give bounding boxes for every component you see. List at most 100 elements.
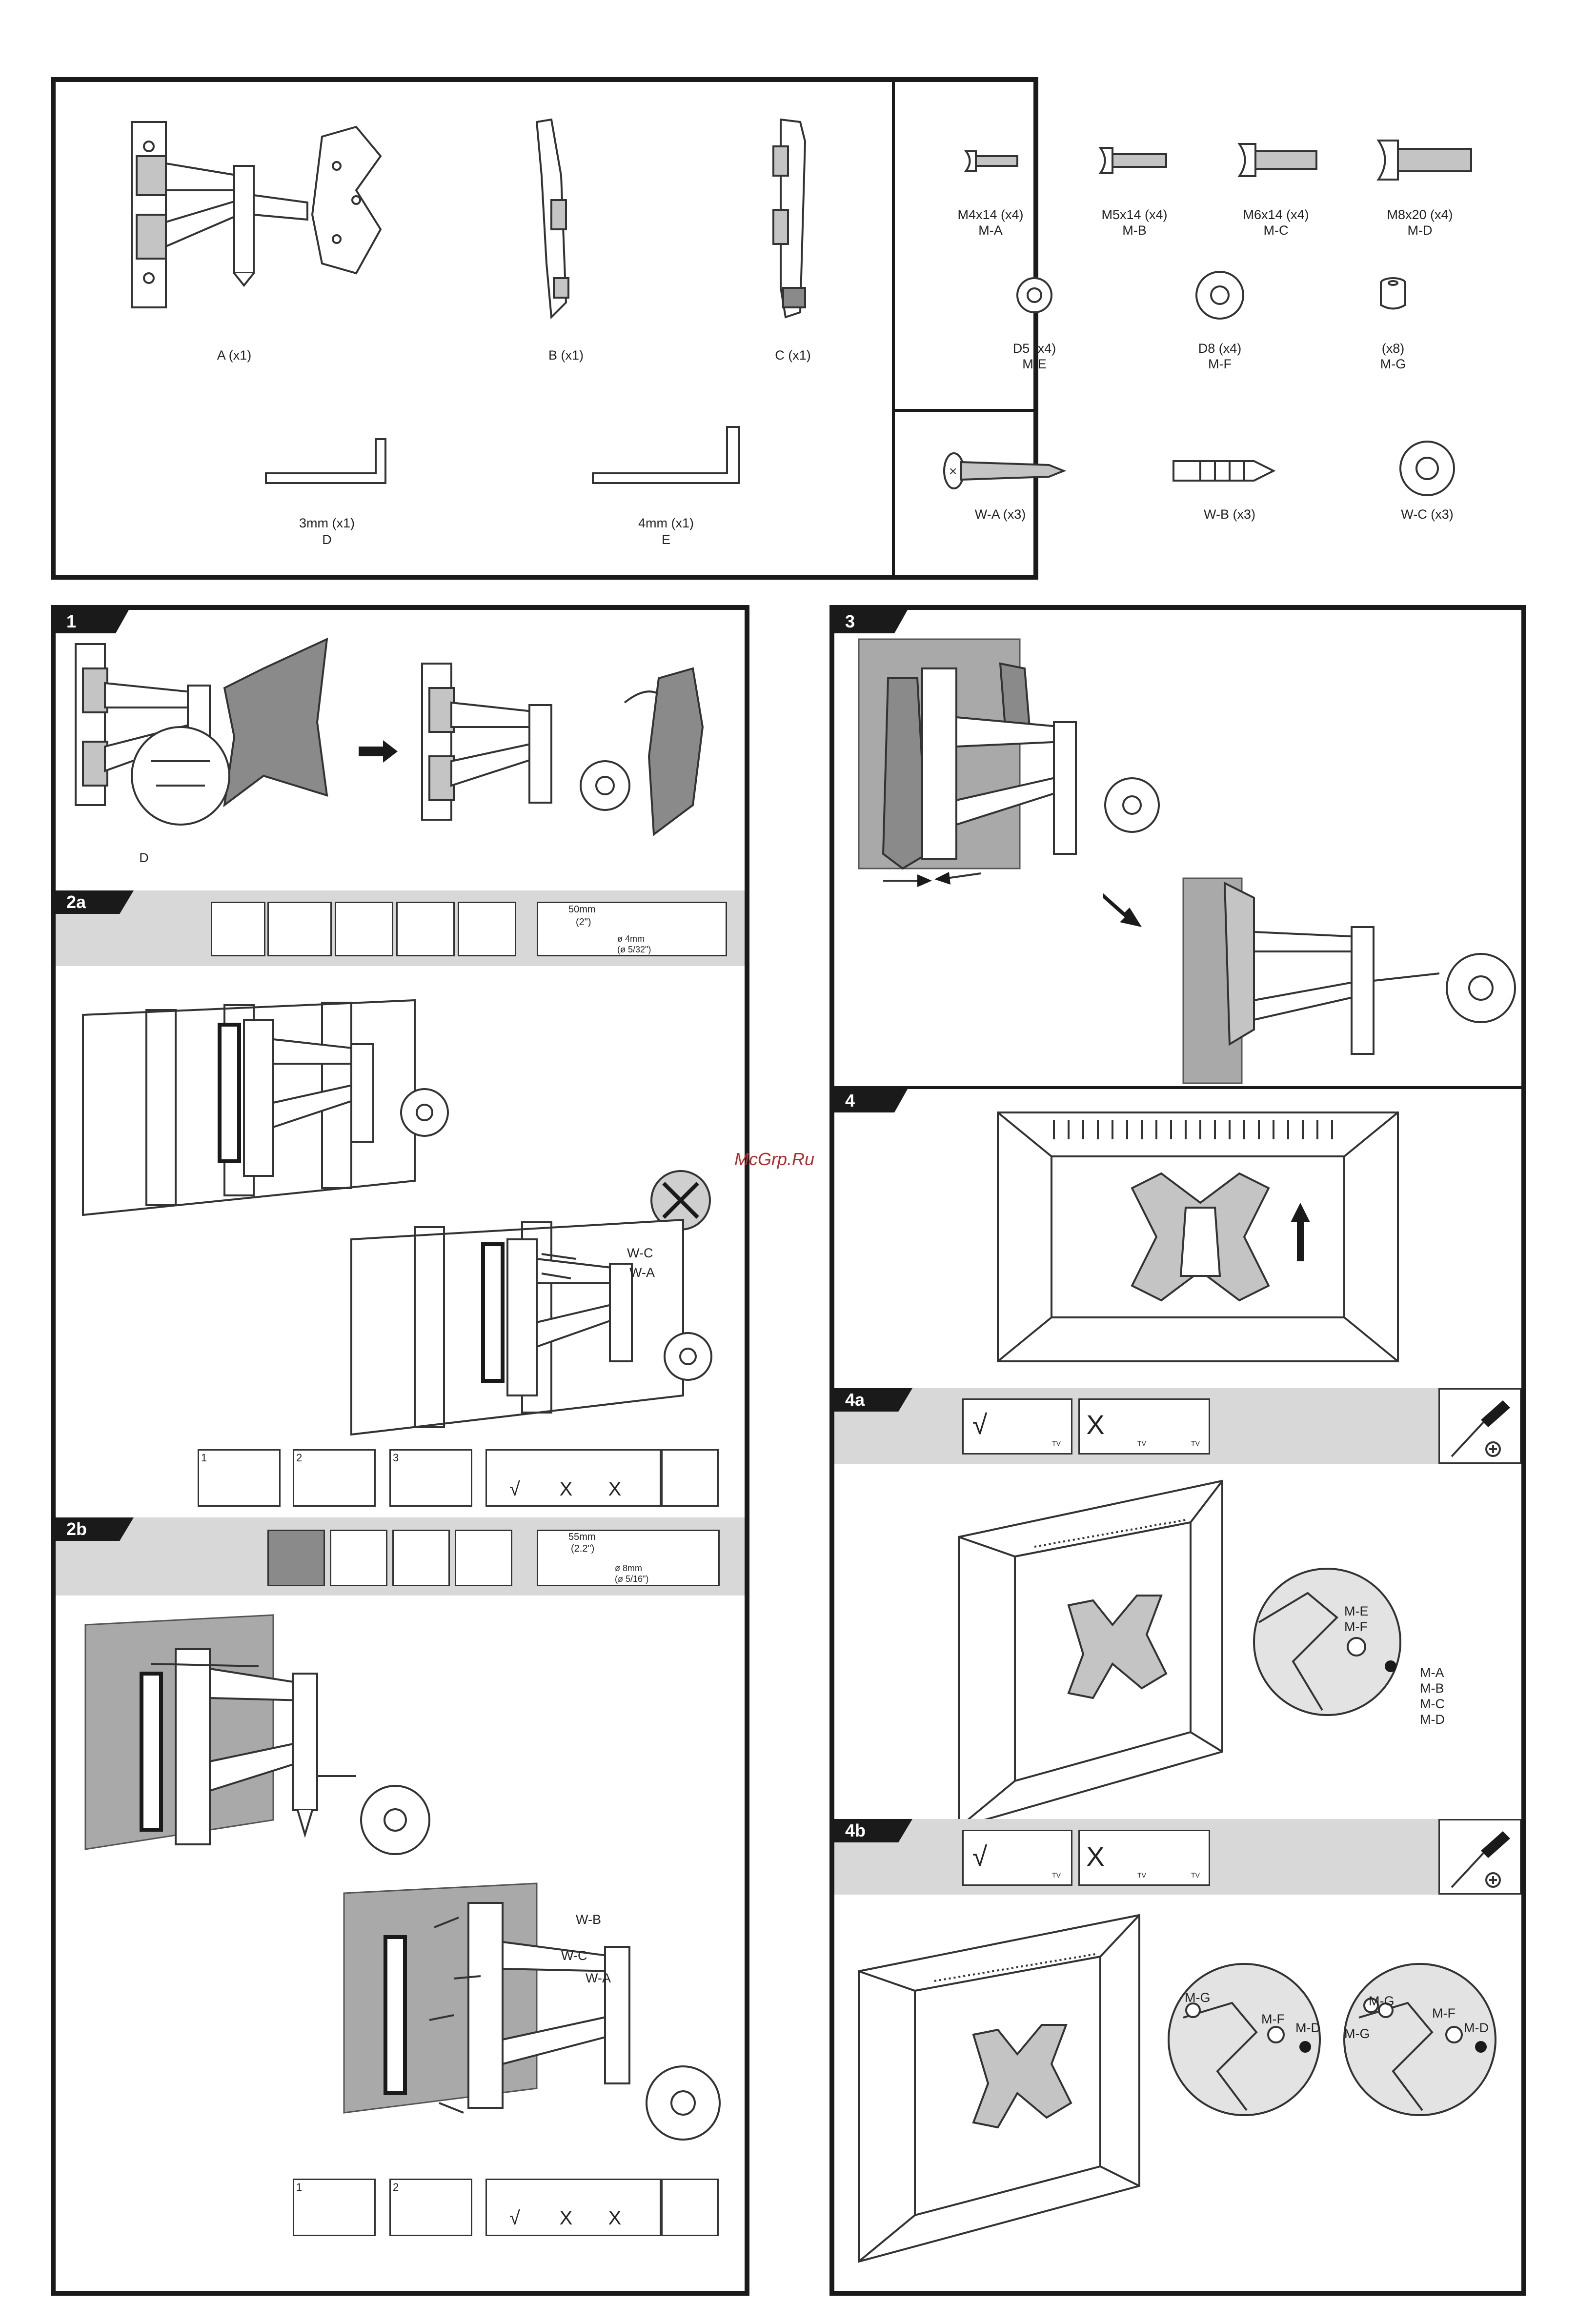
washer-m-e-size: D5 (x4)	[1012, 341, 1056, 356]
step-2a-no-drywall-anchor-icon	[650, 1170, 711, 1231]
spacer-m-g-size: (x8)	[1381, 341, 1405, 356]
step-4b-callout-md-2: M-D	[1464, 2021, 1489, 2035]
step-4b-tv-tag-2: TV	[1137, 1871, 1146, 1879]
step-4a-wrong-usage-box	[1078, 1398, 1210, 1455]
step-2a-drill-icon	[458, 902, 516, 956]
step-3-arrow-down-right-icon	[1103, 893, 1142, 927]
step-2a-level-ok: √	[509, 1478, 520, 1500]
step-2a-level-no-2: X	[608, 1478, 622, 1500]
step-4b-screwdriver-icon	[1451, 1831, 1510, 1888]
step-2b-drill-depth-diagram	[537, 1530, 720, 1586]
screw-m-b-icon	[1098, 147, 1167, 174]
step-2b-level-ok: √	[509, 2207, 520, 2229]
step-4a-correct-usage-box	[962, 1398, 1072, 1455]
step-2a-drill-final-box	[661, 1449, 719, 1507]
wall-screw-w-a-icon: ×	[943, 452, 1067, 489]
step-4a-callout-mf: M-F	[1344, 1619, 1368, 1634]
part-d-size: 3mm (x1)	[299, 516, 355, 530]
step-4-tab: 4	[834, 1089, 908, 1112]
step-2b-substep-2-box	[389, 2179, 472, 2236]
washer-m-f-size: D8 (x4)	[1198, 341, 1242, 356]
step-4-arrow-up-icon	[1291, 1203, 1310, 1261]
step-2b-level-check-box	[485, 2179, 661, 2236]
washer-m-f-id: M-F	[1208, 357, 1232, 371]
step-1-arm-plate-detached	[421, 663, 704, 836]
step-4b-wrong-x: X	[1086, 1841, 1105, 1872]
screw-m-c-icon	[1237, 143, 1317, 177]
part-a-arm-illustration	[131, 121, 382, 308]
step-2a-substep-2-box	[293, 1449, 376, 1507]
part-b-bracket-illustration	[535, 118, 569, 320]
part-d-allen-key	[265, 438, 386, 484]
step-4b-callout-mf-2: M-F	[1432, 2006, 1456, 2021]
step-2a-depth-in: (2")	[576, 917, 591, 928]
step-2a-tab: 2a	[56, 890, 134, 914]
step-2a-substep-1-num: 1	[201, 1452, 207, 1464]
step-4a-detail-zoom-circle	[1253, 1568, 1401, 1716]
step-4b-tv-tag-3: TV	[1191, 1871, 1200, 1879]
step-2b-callout-wb: W-B	[576, 1912, 601, 1927]
spacer-m-g-id: M-G	[1380, 357, 1406, 371]
step-2a-substep-3-box	[389, 1449, 472, 1507]
step-4b-tab: 4b	[834, 1819, 912, 1842]
step-4b-wrong-usage-box	[1078, 1830, 1210, 1886]
step-2b-concrete-wall-2	[343, 1882, 721, 2141]
step-2b-level-icon	[330, 1530, 387, 1586]
step-3-mounted-arm-illustration	[1182, 877, 1516, 1084]
screw-m-d-icon	[1376, 140, 1472, 181]
step-2b-tab: 2b	[56, 1517, 134, 1541]
screw-m-a-size: M4x14 (x4)	[957, 207, 1024, 222]
part-e-allen-key	[592, 426, 740, 484]
washer-m-e-id: M-E	[1022, 357, 1047, 371]
step-2b-substep-2-num: 2	[393, 2181, 399, 2193]
step-2a-wood-stud-wall-2	[350, 1218, 712, 1436]
step-2a-substep-1-box	[198, 1449, 281, 1507]
parts-divider-horizontal	[892, 409, 1038, 412]
step-4a-callout-me: M-E	[1344, 1604, 1369, 1618]
step-1-arm-with-plate	[75, 637, 328, 826]
step-2a-callout-wa: W-A	[629, 1265, 655, 1280]
washer-m-f-icon	[1195, 271, 1244, 320]
step-2b-level-no-1: X	[559, 2207, 573, 2229]
step-2b-substep-1-num: 1	[296, 2181, 303, 2193]
part-e-id: E	[661, 532, 670, 547]
step-2a-drill-depth-diagram	[537, 902, 727, 956]
step-4b-tv-tag-1: TV	[1052, 1871, 1061, 1879]
wall-washer-w-c-label: W-C (x3)	[1401, 507, 1454, 522]
step-4a-tv-back-illustration	[958, 1479, 1223, 1829]
screw-m-d-size: M8x20 (x4)	[1387, 207, 1453, 222]
step-2b-callout-wc: W-C	[561, 1948, 587, 1963]
wall-anchor-w-b-icon	[1173, 460, 1276, 482]
step-2a-level-icon	[335, 902, 393, 956]
step-4b-detail-zoom-circle-2	[1343, 1963, 1496, 2116]
svg-text:×: ×	[949, 464, 957, 479]
step-2b-pencil-icon	[392, 1530, 450, 1586]
step-4a-wrong-x: X	[1086, 1409, 1105, 1440]
step-2a-bit-in: (ø 5/32")	[617, 945, 651, 954]
step-4a-callout-ma: M-A	[1420, 1665, 1444, 1680]
step-4b-callout-mg-3: M-G	[1344, 2026, 1370, 2041]
step-2b-callout-wa: W-A	[586, 1971, 611, 1985]
screw-m-b-id: M-B	[1122, 223, 1147, 238]
part-b-label: B (x1)	[548, 348, 584, 363]
step-4-tv-back-plate-illustration	[997, 1111, 1399, 1362]
step-4a-tv-tag-3: TV	[1191, 1439, 1200, 1447]
step-4b-callout-mg-2: M-G	[1369, 1994, 1395, 2008]
step-4-top-rule	[834, 1086, 1521, 1089]
step-4b-detail-zoom-circle-1	[1168, 1963, 1321, 2116]
wall-washer-w-c-icon	[1399, 441, 1455, 496]
step-4b-callout-mf-1: M-F	[1261, 2012, 1285, 2026]
wall-anchor-w-b-label: W-B (x3)	[1204, 507, 1255, 522]
step-2b-bit-in: (ø 5/16")	[615, 1574, 649, 1584]
part-a-label: A (x1)	[217, 348, 252, 363]
step-4b-correct-check: √	[972, 1841, 988, 1872]
step-1-arrow-right-icon	[359, 740, 398, 763]
screw-m-b-size: M5x14 (x4)	[1101, 207, 1168, 222]
step-2b-drill-icon	[455, 1530, 512, 1586]
step-4b-callout-md-1: M-D	[1295, 2021, 1320, 2035]
step-2b-depth-in: (2.2")	[571, 1543, 595, 1554]
step-2b-depth-mm: 55mm	[568, 1532, 596, 1542]
step-4a-callout-md: M-D	[1420, 1712, 1445, 1727]
step-4a-callout-mc: M-C	[1420, 1697, 1445, 1711]
step-2a-stud-finder-icon	[267, 902, 332, 956]
